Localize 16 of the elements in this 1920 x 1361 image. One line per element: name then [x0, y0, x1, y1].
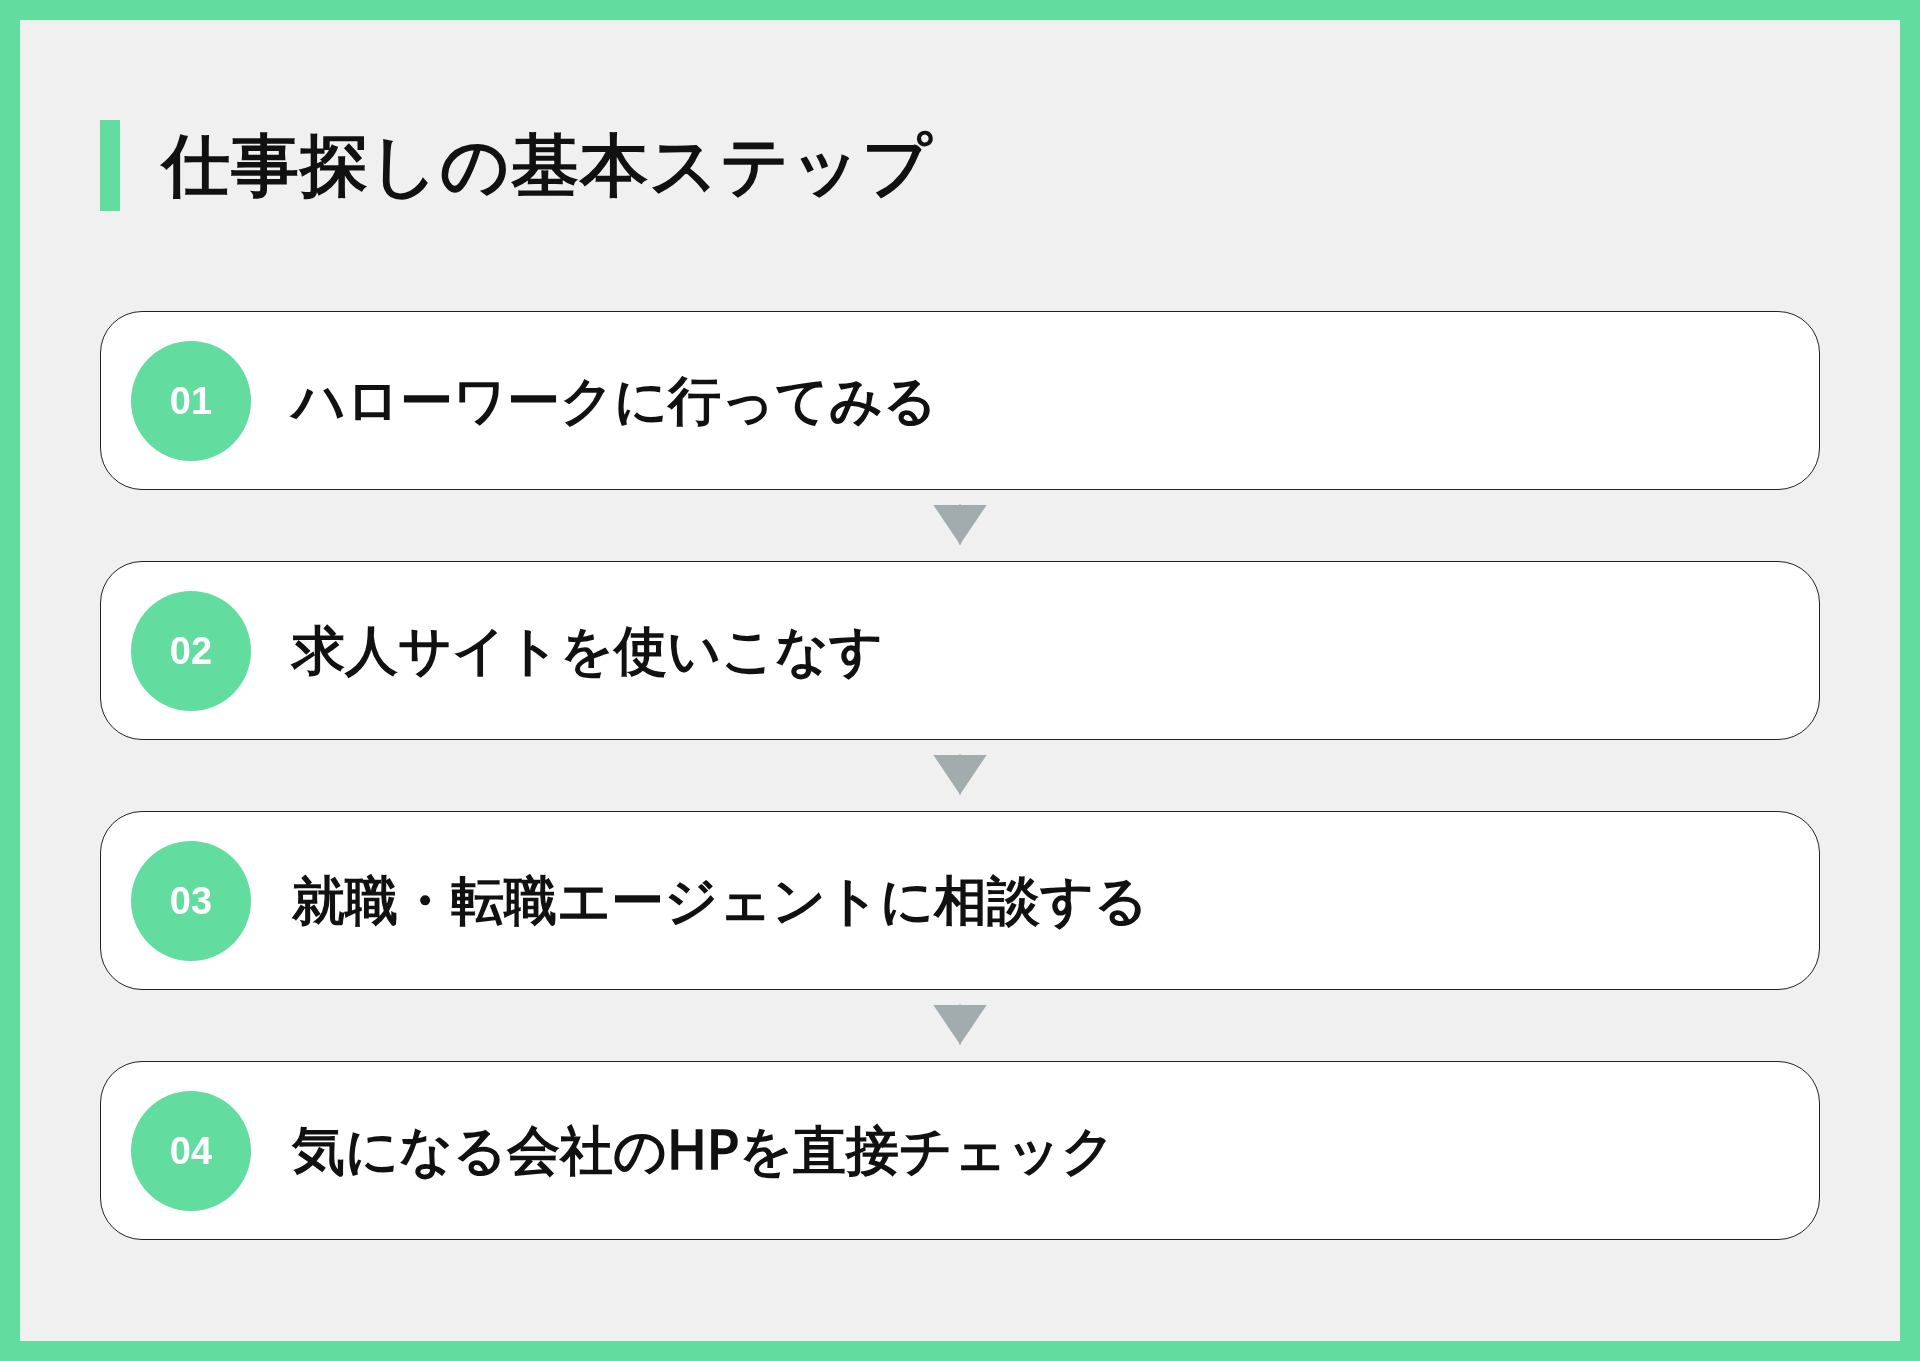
- step-text: 求人サイトを使いこなす: [292, 620, 883, 681]
- step-text: ハローワークに行ってみる: [292, 370, 937, 431]
- number-circle: 04: [131, 1091, 251, 1211]
- step-box: [100, 311, 1820, 490]
- step-text: 就職・転職エージェントに相談する: [292, 870, 1148, 931]
- step-text: 気になる会社のHPを直接チェック: [292, 1120, 1115, 1181]
- step-box: [100, 811, 1820, 990]
- number-circle: 03: [131, 841, 251, 961]
- step-box: [100, 561, 1820, 740]
- title: 仕事探しの基本ステップ: [162, 126, 933, 206]
- number-circle: 02: [131, 591, 251, 711]
- arrow: [933, 503, 987, 546]
- arrow: [933, 1003, 987, 1046]
- arrow: [933, 753, 987, 796]
- step-box: [100, 1061, 1820, 1240]
- number-circle: 01: [131, 341, 251, 461]
